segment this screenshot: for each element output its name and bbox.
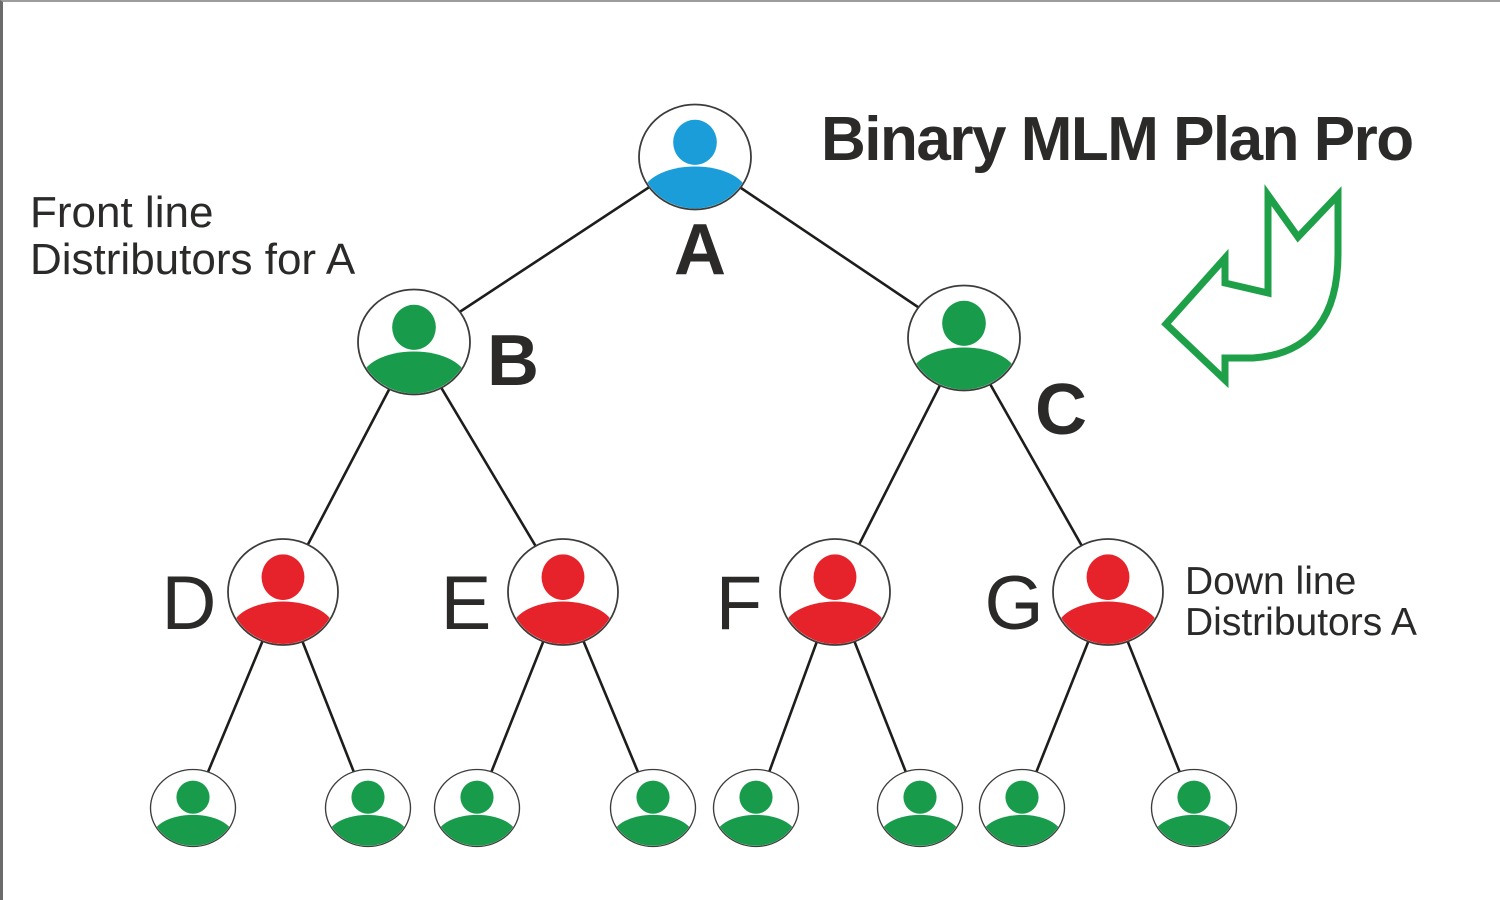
node-label-a: A [674,210,726,290]
node-label-d: D [162,561,217,646]
node-label-e: E [441,561,492,646]
person-node-leaf-6 [878,770,963,857]
node-labels: A B C D E F G [162,210,1087,646]
tree-diagram-svg: A B C D E F G Binary MLM Plan Pro Front … [30,2,1417,900]
front-line-annotation: Front line Distributors for A [30,188,356,284]
node-label-c: C [1035,370,1087,450]
person-node-d [228,539,338,659]
person-node-c [908,286,1020,405]
person-node-leaf-7 [980,770,1065,857]
front-line-annotation-line1: Front line [30,188,213,237]
node-label-g: G [984,561,1043,646]
person-node-leaf-5 [714,770,799,857]
person-node-g [1053,539,1163,659]
person-node-leaf-8 [1152,770,1237,857]
return-arrow-icon [1161,184,1342,389]
down-line-annotation-line1: Down line [1185,560,1356,603]
person-node-b [358,290,470,409]
front-line-annotation-line2: Distributors for A [30,235,356,284]
node-label-f: F [716,561,762,646]
edge-a-b [413,155,696,344]
person-node-leaf-2 [326,770,411,857]
person-node-leaf-1 [151,770,236,857]
person-node-e [508,539,618,659]
page-title: Binary MLM Plan Pro [821,105,1413,174]
person-node-leaf-3 [435,770,520,857]
down-line-annotation-line2: Distributors A [1185,601,1417,644]
person-node-f [780,539,890,659]
person-node-leaf-4 [611,770,696,857]
down-line-annotation: Down line Distributors A [1185,560,1417,644]
person-node-a [639,105,751,224]
node-label-b: B [487,321,539,401]
